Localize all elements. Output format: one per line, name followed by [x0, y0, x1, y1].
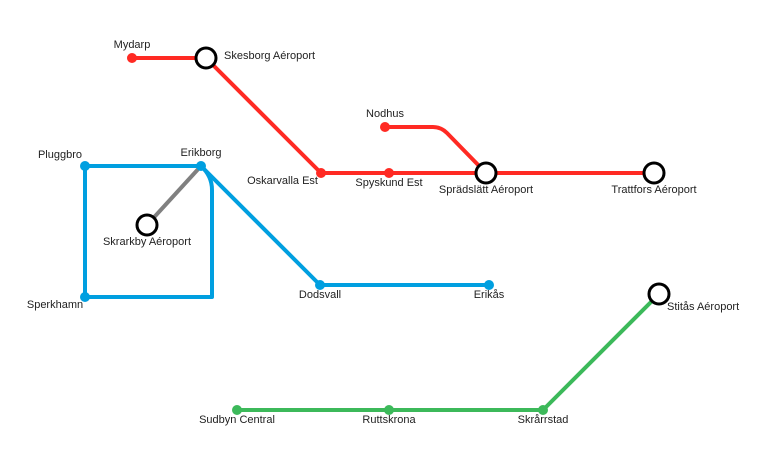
station-dot-skrarrstad[interactable] — [538, 405, 548, 415]
interchange-skrarkby[interactable] — [135, 213, 159, 237]
label-spyskund: Spyskund Est — [355, 177, 422, 189]
interchange-skesborg[interactable] — [194, 46, 218, 70]
station-dot-spyskund[interactable] — [384, 168, 394, 178]
label-erikborg: Erikborg — [181, 147, 222, 159]
label-skrarkby: Skrarkby Aéroport — [103, 236, 191, 248]
label-trattfors: Trattfors Aéroport — [611, 184, 696, 196]
station-dot-sperkhamn[interactable] — [80, 292, 90, 302]
interchange-stitas[interactable] — [647, 282, 671, 306]
label-stitas: Stitås Aéroport — [667, 301, 739, 313]
station-dot-ruttskrona[interactable] — [384, 405, 394, 415]
label-skesborg: Skesborg Aéroport — [224, 50, 315, 62]
label-pluggbro: Pluggbro — [38, 149, 82, 161]
station-dot-erikborg[interactable] — [196, 161, 206, 171]
station-dot-dodsvall[interactable] — [315, 280, 325, 290]
label-dodsvall: Dodsvall — [299, 289, 341, 301]
station-dot-pluggbro[interactable] — [80, 161, 90, 171]
station-dot-nodhus[interactable] — [380, 122, 390, 132]
gray-line — [145, 164, 203, 227]
label-mydarp: Mydarp — [114, 39, 151, 51]
label-ruttskrona: Ruttskrona — [362, 414, 416, 426]
interchange-spradslatt[interactable] — [474, 161, 498, 185]
label-sperkhamn: Sperkhamn — [27, 299, 83, 311]
label-sudbyn: Sudbyn Central — [199, 414, 275, 426]
label-erikas: Erikås — [474, 289, 505, 301]
station-dot-oskarvalla[interactable] — [316, 168, 326, 178]
station-dot-erikas[interactable] — [484, 280, 494, 290]
station-dot-sudbyn[interactable] — [232, 405, 242, 415]
label-oskarvalla: Oskarvalla Est — [247, 175, 318, 187]
green-line — [235, 292, 661, 412]
label-nodhus: Nodhus — [366, 108, 404, 120]
station-dot-mydarp[interactable] — [127, 53, 137, 63]
red-line-branch — [383, 125, 488, 175]
interchange-trattfors[interactable] — [642, 161, 666, 185]
label-skrarrstad: Skrårrstad — [518, 414, 569, 426]
label-spradslatt: Sprädslätt Aéroport — [439, 184, 533, 196]
